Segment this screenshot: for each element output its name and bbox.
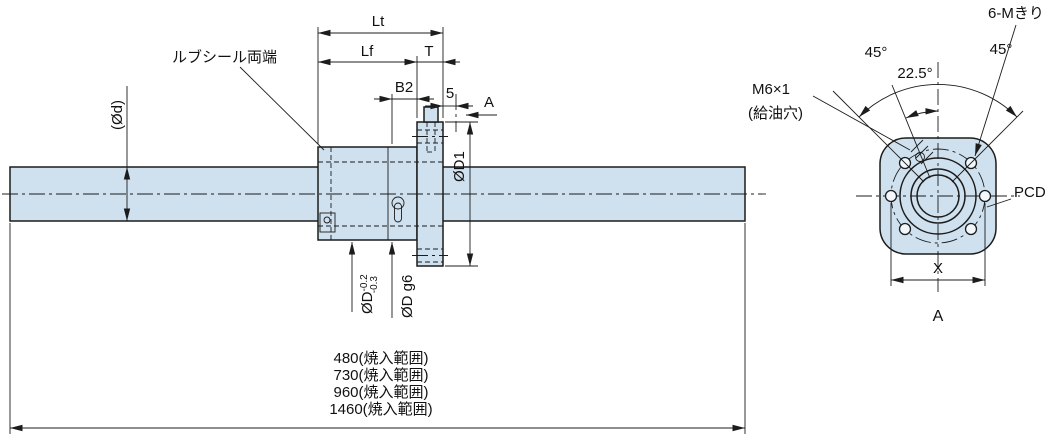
pcd-leader bbox=[986, 198, 1012, 208]
bolt-hole-bottom-right bbox=[964, 222, 978, 236]
arc-45-45 bbox=[858, 83, 1018, 118]
label-x: X bbox=[933, 260, 943, 277]
bolt-hole-right bbox=[978, 189, 992, 203]
dim-nut-od: ØD-0.2-0.3 ØD g6 bbox=[348, 242, 416, 318]
dim-x: X bbox=[890, 203, 986, 286]
hardening-range-480: 480(焼入範囲) bbox=[333, 349, 428, 367]
label-oil-note: (給油穴) bbox=[748, 105, 803, 122]
side-view: Lt Lf T B2 5 A ( bbox=[2, 13, 766, 434]
label-lf: Lf bbox=[361, 43, 374, 60]
nut-body bbox=[317, 146, 418, 241]
arc-22-5 bbox=[905, 108, 939, 119]
bolt-holes-callout: 6-Mきり bbox=[974, 5, 1044, 157]
label-b2: B2 bbox=[395, 79, 413, 96]
dim-flange-dia: ØD1 bbox=[451, 122, 474, 266]
bolt-hole-left bbox=[884, 189, 898, 203]
label-nut-od: ØD-0.2-0.3 bbox=[359, 274, 380, 314]
label-5: 5 bbox=[446, 85, 454, 102]
end-view: 45° 22.5° 45° 6-Mきり M6×1 (給油穴) PCD X bbox=[748, 5, 1046, 325]
key-slot bbox=[391, 196, 405, 210]
label-shaft-dia: (Ød) bbox=[109, 100, 126, 130]
dim-lt: Lt bbox=[318, 13, 443, 37]
oil-port-leader bbox=[812, 95, 911, 151]
label-bolt-holes: 6-Mきり bbox=[988, 5, 1044, 22]
key-slot-body bbox=[394, 202, 402, 223]
label-section-a: A bbox=[484, 94, 494, 111]
label-lt: Lt bbox=[372, 13, 385, 30]
pcd-callout: PCD bbox=[986, 184, 1046, 208]
oil-port-callout: M6×1 (給油穴) bbox=[748, 81, 911, 151]
bolt-holes-leader bbox=[974, 24, 1017, 157]
dim-lf-t: Lf T bbox=[318, 43, 460, 66]
label-pilot-dia: ØD g6 bbox=[399, 275, 416, 318]
lube-seal-leader bbox=[239, 66, 325, 151]
dim-b2: B2 bbox=[374, 79, 434, 103]
bolt-holes bbox=[884, 156, 992, 236]
lube-seal-callout: ルブシール両端 bbox=[172, 48, 325, 151]
extension-lines bbox=[9, 27, 746, 434]
oil-port-boss bbox=[423, 106, 439, 123]
dim-shaft-dia: (Ød) bbox=[109, 86, 131, 221]
label-lube-seal: ルブシール両端 bbox=[172, 48, 277, 66]
label-pcd: PCD bbox=[1014, 184, 1046, 201]
label-t: T bbox=[424, 43, 433, 60]
hardening-range-1460: 1460(焼入範囲) bbox=[329, 400, 432, 418]
label-view-a: A bbox=[933, 308, 944, 325]
oil-port-mark bbox=[910, 139, 934, 165]
label-oil-thread: M6×1 bbox=[752, 81, 790, 98]
bolt-hole-bottom-left bbox=[898, 222, 912, 236]
dim-5-section: 5 A bbox=[425, 85, 497, 119]
lube-seal bbox=[319, 212, 336, 233]
lube-seal-detail bbox=[323, 216, 331, 224]
hardening-range-730: 730(焼入範囲) bbox=[333, 366, 428, 384]
label-flange-dia: ØD1 bbox=[451, 151, 468, 182]
angle-dimensions: 45° 22.5° 45° bbox=[858, 41, 1018, 119]
dim-hardening: 480(焼入範囲) 730(焼入範囲) 960(焼入範囲) 1460(焼入範囲) bbox=[10, 349, 745, 432]
nut-assembly bbox=[317, 106, 448, 267]
label-angle-middle: 22.5° bbox=[897, 65, 932, 82]
label-angle-right: 45° bbox=[990, 41, 1013, 58]
label-angle-left: 45° bbox=[865, 44, 888, 61]
hardening-range-960: 960(焼入範囲) bbox=[333, 383, 428, 401]
radial-lines bbox=[832, 84, 1024, 183]
